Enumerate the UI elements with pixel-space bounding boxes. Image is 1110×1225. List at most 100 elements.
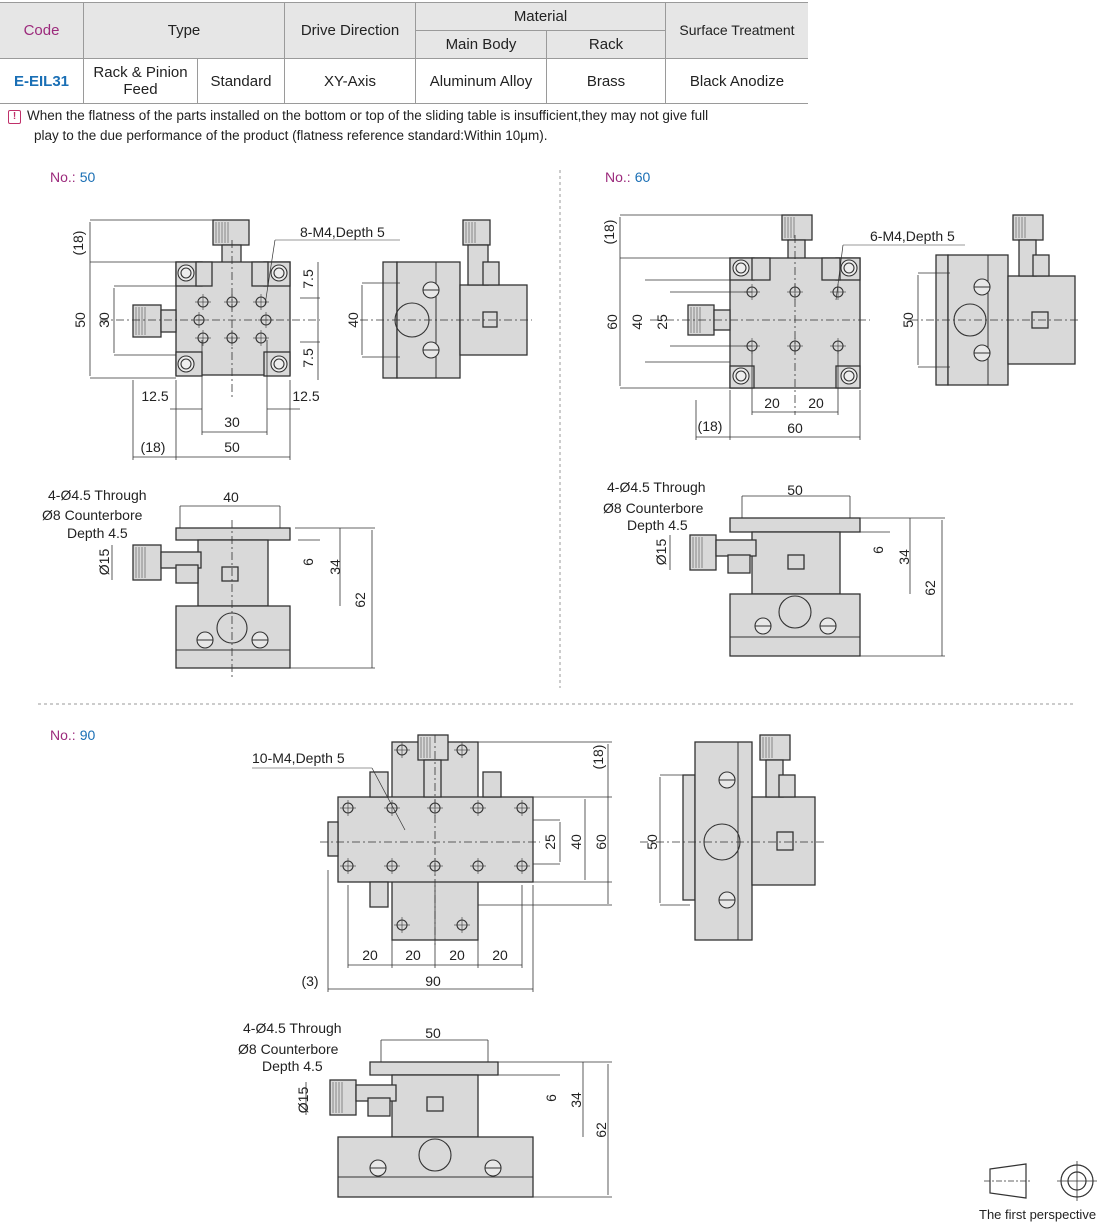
- dim: 6: [300, 558, 316, 566]
- callout-depth: Depth 4.5: [67, 525, 128, 541]
- lock-knob: [1032, 254, 1050, 277]
- model-label-60: No.:60: [605, 169, 650, 185]
- bolt-head-icon: [843, 370, 855, 382]
- first-angle-projection-icon: [984, 1161, 1097, 1201]
- base: [729, 593, 861, 657]
- dim: 25: [542, 834, 558, 850]
- dim: 50: [644, 834, 660, 850]
- dim: Ø15: [96, 549, 112, 576]
- callout-depth: Depth 4.5: [262, 1058, 323, 1074]
- lock-knob: [821, 257, 841, 281]
- mounting-flange: [175, 527, 291, 541]
- callout-holes: 8-M4,Depth 5: [300, 224, 385, 240]
- lock-knob: [367, 1097, 391, 1117]
- dim: 20: [449, 947, 465, 963]
- dim: 60: [604, 314, 620, 330]
- dim: 7.5: [300, 269, 316, 289]
- dim: 40: [345, 312, 361, 328]
- dim: 30: [224, 414, 240, 430]
- rack-block: [426, 1096, 444, 1112]
- callout-counterbore: Ø8 Counterbore: [603, 500, 704, 516]
- lock-knob: [195, 261, 213, 287]
- dimension-line: [835, 244, 844, 301]
- cell-type-feed: Rack & Pinion Feed: [83, 58, 198, 104]
- bolt-hole-icon: [732, 367, 750, 385]
- pinion-icon: [778, 595, 812, 629]
- knob-icon: [689, 534, 717, 571]
- lock-knob: [482, 771, 502, 798]
- lock-knob: [251, 261, 269, 287]
- exclamation-icon: !: [8, 110, 21, 124]
- dim: 62: [922, 580, 938, 596]
- side-knob: [327, 821, 339, 857]
- knob-icon: [759, 734, 791, 761]
- dim: 60: [787, 420, 803, 436]
- callout-through: 4-Ø4.5 Through: [607, 479, 706, 495]
- callout-depth: Depth 4.5: [627, 517, 688, 533]
- cell-rack: Brass: [546, 58, 666, 104]
- callout-through: 4-Ø4.5 Through: [243, 1020, 342, 1036]
- knob-icon: [462, 219, 491, 246]
- dim: Ø15: [653, 539, 669, 566]
- note-line-2: play to the due performance of the produ…: [34, 128, 548, 143]
- knob-icon: [132, 544, 162, 581]
- mounting-flange: [729, 517, 861, 533]
- mounting-flange: [682, 774, 696, 901]
- dim: 40: [223, 489, 239, 505]
- dim: 90: [425, 973, 441, 989]
- cell-code: E-EIL31: [0, 58, 84, 104]
- dim: Ø15: [295, 1087, 311, 1114]
- knob-shaft: [160, 309, 177, 333]
- lock-knob: [369, 881, 389, 908]
- dim: 62: [352, 592, 368, 608]
- knob-icon: [212, 219, 250, 246]
- note-line-1: When the flatness of the parts installed…: [27, 108, 709, 123]
- dim: 20: [764, 395, 780, 411]
- dim: 6: [543, 1094, 559, 1102]
- dim: 50: [787, 482, 803, 498]
- dim: (3): [301, 973, 318, 989]
- bolt-head-icon: [735, 370, 747, 382]
- dim: (18): [698, 418, 723, 434]
- header-code: Code: [0, 2, 84, 59]
- rack-block: [221, 566, 239, 582]
- dim: (18): [141, 439, 166, 455]
- callout-holes: 10-M4,Depth 5: [252, 750, 345, 766]
- header-surface-treatment: Surface Treatment: [665, 2, 808, 59]
- bolt-hole-icon: [732, 259, 750, 277]
- lock-knob: [751, 257, 771, 281]
- rack-block: [776, 831, 794, 851]
- knob-shaft: [423, 759, 442, 798]
- projection-label: The first perspective: [979, 1207, 1096, 1222]
- dim: 30: [96, 312, 112, 328]
- mounting-flange: [369, 1061, 499, 1076]
- dimension-line: [371, 767, 406, 831]
- cell-type-standard: Standard: [197, 58, 285, 104]
- header-rack: Rack: [546, 30, 666, 59]
- table-plate: [337, 796, 534, 883]
- lock-knob: [175, 564, 199, 584]
- dim: 34: [568, 1092, 584, 1108]
- callout-counterbore: Ø8 Counterbore: [42, 507, 143, 523]
- bolt-hole-icon: [177, 355, 195, 373]
- base: [337, 1136, 534, 1198]
- cell-surface-treatment: Black Anodize: [665, 58, 808, 104]
- dim: 6: [870, 546, 886, 554]
- dim: 50: [900, 312, 916, 328]
- bolt-head-icon: [180, 358, 192, 370]
- knob-icon: [329, 1079, 357, 1116]
- bolt-hole-icon: [270, 264, 288, 282]
- callout-counterbore: Ø8 Counterbore: [238, 1041, 339, 1057]
- knob-icon: [417, 734, 449, 761]
- dim: 25: [654, 314, 670, 330]
- dim: 20: [405, 947, 421, 963]
- bolt-head-icon: [273, 358, 285, 370]
- knob-icon: [781, 214, 813, 241]
- spec-table: Code Type Drive Direction Material Surfa…: [0, 2, 808, 104]
- dim: 20: [808, 395, 824, 411]
- knob-icon: [1012, 214, 1044, 241]
- bolt-hole-icon: [840, 259, 858, 277]
- dim: 60: [593, 834, 609, 850]
- bolt-hole-icon: [840, 367, 858, 385]
